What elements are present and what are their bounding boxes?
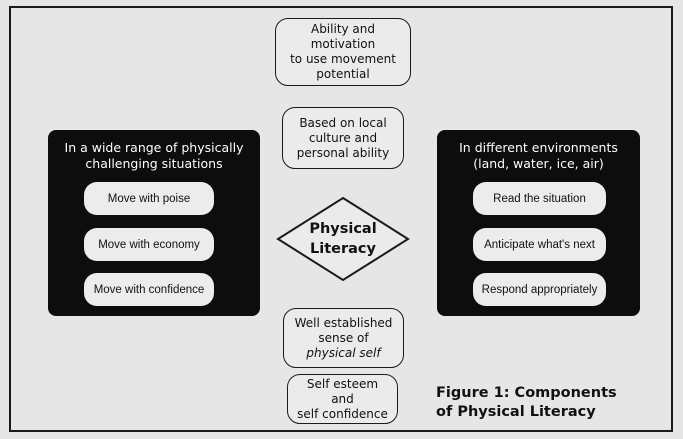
esteem-line-1: Self esteem and	[306, 376, 379, 406]
local-culture-box: Based on local culture and personal abil…	[282, 107, 404, 169]
anticipate-next-pill: Anticipate what's next	[473, 228, 606, 261]
caption-line-2: of Physical Literacy	[436, 404, 596, 420]
move-with-economy-pill: Move with economy	[84, 228, 214, 261]
diamond-line-2: Literacy	[310, 241, 376, 257]
physical-literacy-diamond: Physical Literacy	[276, 196, 410, 282]
diamond-line-1: Physical	[309, 221, 377, 237]
right-title-line-1: In different environments	[459, 140, 618, 155]
culture-line-3: personal ability	[296, 145, 390, 160]
physical-self-box: Well established sense of physical self	[283, 308, 404, 368]
read-situation-pill: Read the situation	[473, 182, 606, 215]
ability-line-1: Ability and motivation	[310, 22, 376, 51]
esteem-line-2: self confidence	[297, 406, 388, 421]
move-with-confidence-pill: Move with confidence	[84, 273, 214, 306]
diamond-shape	[276, 196, 410, 282]
self-line-1: Well established	[294, 315, 393, 330]
ability-motivation-box: Ability and motivation to use movement p…	[275, 18, 411, 86]
figure-caption: Figure 1: Components of Physical Literac…	[436, 384, 617, 422]
ability-line-3: potential	[316, 67, 370, 81]
ability-line-2: to use movement	[290, 52, 396, 66]
self-line-2: sense of	[318, 330, 369, 345]
right-panel-title: In different environments (land, water, …	[437, 140, 640, 172]
diamond-label: Physical Literacy	[276, 219, 410, 259]
culture-line-2: culture and	[308, 130, 378, 145]
respond-appropriately-pill: Respond appropriately	[473, 273, 606, 306]
left-title-line-1: In a wide range of physically	[64, 140, 244, 155]
self-line-3: physical self	[306, 345, 381, 360]
right-title-line-2: (land, water, ice, air)	[473, 156, 604, 171]
left-title-line-2: challenging situations	[85, 156, 223, 171]
challenging-situations-panel: In a wide range of physically challengin…	[48, 130, 260, 316]
move-with-poise-pill: Move with poise	[84, 182, 214, 215]
self-esteem-box: Self esteem and self confidence	[287, 374, 398, 424]
different-environments-panel: In different environments (land, water, …	[437, 130, 640, 316]
culture-line-1: Based on local	[299, 115, 387, 130]
left-panel-title: In a wide range of physically challengin…	[48, 140, 260, 172]
caption-line-1: Figure 1: Components	[436, 385, 617, 401]
